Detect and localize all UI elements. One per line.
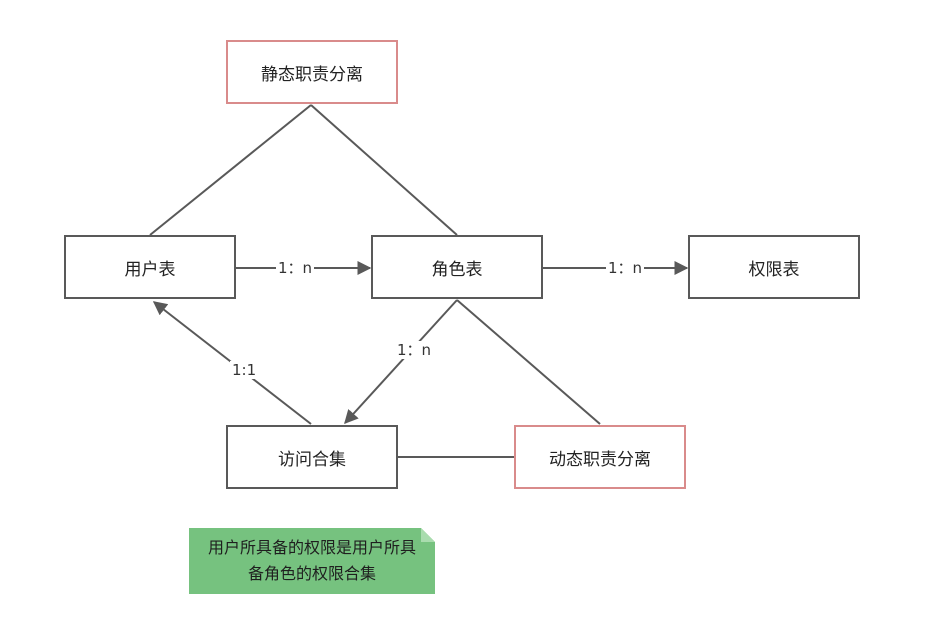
permission-table-node: 权限表 xyxy=(688,235,860,299)
role-table-label: 角色表 xyxy=(431,259,483,280)
access-set-label: 访问合集 xyxy=(278,449,346,470)
access-set-node: 访问合集 xyxy=(226,425,398,489)
note-line-1: 用户所具备的权限是用户所具 xyxy=(207,538,416,557)
note-card: 用户所具备的权限是用户所具 备角色的权限合集 xyxy=(189,528,435,594)
note-line-2: 备角色的权限合集 xyxy=(247,564,376,583)
user-table-label: 用户表 xyxy=(124,259,176,280)
edge-label-role-access: 1：n xyxy=(395,341,434,359)
edge-label-access-user: 1:1 xyxy=(230,361,259,379)
static-sod-node: 静态职责分离 xyxy=(226,40,398,104)
note-text: 用户所具备的权限是用户所具 备角色的权限合集 xyxy=(189,535,435,587)
user-table-node: 用户表 xyxy=(64,235,236,299)
edge-label-user-role: 1：n xyxy=(276,259,315,277)
static-sod-label: 静态职责分离 xyxy=(261,64,363,85)
dynamic-sod-node: 动态职责分离 xyxy=(514,425,686,489)
line-static-to-role xyxy=(310,104,458,236)
arrow-role-to-access xyxy=(344,299,458,425)
role-table-node: 角色表 xyxy=(371,235,543,299)
permission-table-label: 权限表 xyxy=(748,259,800,280)
dynamic-sod-label: 动态职责分离 xyxy=(549,449,651,470)
note-shape xyxy=(189,528,435,594)
line-role-to-dynamic xyxy=(456,299,601,425)
edge-label-role-perm: 1：n xyxy=(606,259,645,277)
line-static-to-user xyxy=(149,104,312,236)
